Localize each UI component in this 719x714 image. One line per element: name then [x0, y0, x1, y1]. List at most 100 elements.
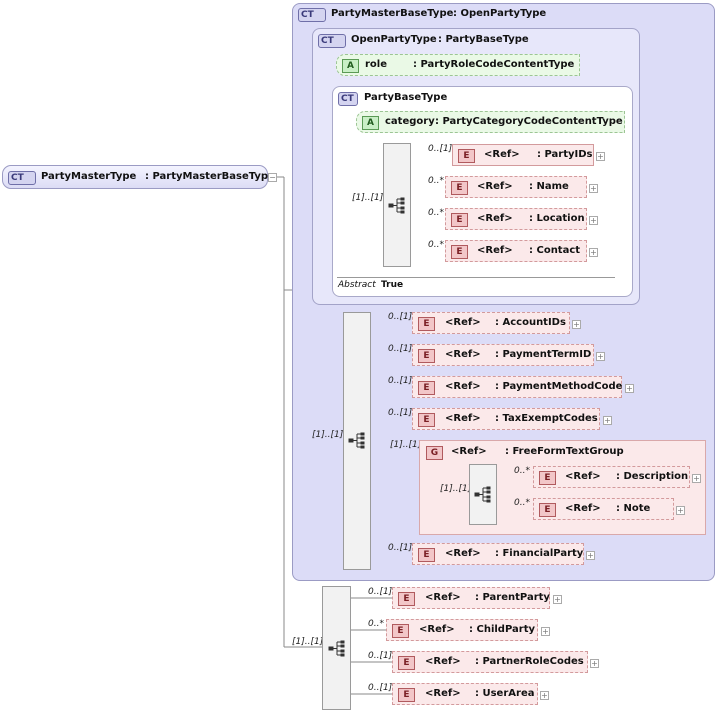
- expand-icon[interactable]: +: [590, 659, 599, 668]
- group-name: : FreeFormTextGroup: [505, 446, 624, 457]
- cardinality-label: 0..[1]: [368, 683, 393, 693]
- element-ref: <Ref>: [484, 149, 520, 160]
- cardinality-label: 0..[1]: [388, 408, 413, 418]
- expand-icon[interactable]: +: [589, 216, 598, 225]
- sequence-icon: [388, 197, 405, 214]
- cardinality-label: 0..*: [514, 498, 530, 508]
- open-party-base: : PartyBaseType: [438, 34, 529, 45]
- element-ref: <Ref>: [425, 688, 461, 699]
- element-party-ids[interactable]: E <Ref> : PartyIDs: [452, 144, 594, 166]
- complex-type-icon: CT: [8, 171, 36, 185]
- element-ref: <Ref>: [565, 471, 601, 482]
- expand-icon[interactable]: +: [596, 152, 605, 161]
- expand-icon[interactable]: +: [553, 595, 562, 604]
- element-name: : Name: [529, 181, 569, 192]
- expand-icon[interactable]: +: [572, 320, 581, 329]
- element-ref: <Ref>: [477, 245, 513, 256]
- element-name: : FinancialParty: [495, 548, 584, 559]
- cardinality-label: 0..[1]: [428, 144, 453, 154]
- expand-icon[interactable]: +: [589, 248, 598, 257]
- element-icon: E: [398, 592, 415, 606]
- cardinality-label: 0..[1]: [368, 587, 393, 597]
- element-name: : Contact: [529, 245, 581, 256]
- cardinality-label: [1]..[1]: [292, 637, 324, 647]
- cardinality-label: 0..*: [428, 208, 444, 218]
- abstract-label: Abstract: [338, 280, 376, 290]
- element-partner-role-codes[interactable]: E <Ref> : PartnerRoleCodes: [392, 651, 588, 673]
- element-ref: <Ref>: [419, 624, 455, 635]
- element-note[interactable]: E <Ref> : Note: [533, 498, 674, 520]
- element-icon: E: [451, 181, 468, 195]
- element-financial-party[interactable]: E <Ref> : FinancialParty: [412, 543, 584, 565]
- attribute-icon: A: [342, 59, 359, 73]
- cardinality-label: 0..[1]: [388, 543, 413, 553]
- group-icon: G: [426, 446, 443, 460]
- element-ref: <Ref>: [425, 592, 461, 603]
- open-party-name: OpenPartyType: [351, 34, 437, 45]
- expand-icon[interactable]: +: [692, 474, 701, 483]
- sequence-icon: [474, 486, 491, 503]
- element-payment-term-id[interactable]: E <Ref> : PaymentTermID: [412, 344, 594, 366]
- element-name: : AccountIDs: [495, 317, 566, 328]
- element-icon: E: [418, 317, 435, 331]
- element-tax-exempt-codes[interactable]: E <Ref> : TaxExemptCodes: [412, 408, 600, 430]
- sequence-compositor[interactable]: [469, 464, 497, 525]
- expand-icon[interactable]: +: [676, 506, 685, 515]
- collapse-icon[interactable]: −: [268, 173, 277, 182]
- element-icon: E: [418, 381, 435, 395]
- cardinality-label: [1]..[1]: [312, 430, 344, 440]
- expand-icon[interactable]: +: [540, 691, 549, 700]
- element-ref: <Ref>: [565, 503, 601, 514]
- element-account-ids[interactable]: E <Ref> : AccountIDs: [412, 312, 570, 334]
- element-name: : UserArea: [475, 688, 535, 699]
- group-ref: <Ref>: [451, 446, 487, 457]
- expand-icon[interactable]: +: [589, 184, 598, 193]
- expand-icon[interactable]: +: [603, 416, 612, 425]
- expand-icon[interactable]: +: [625, 384, 634, 393]
- element-contact[interactable]: E <Ref> : Contact: [445, 240, 587, 262]
- root-base: : PartyMasterBaseType: [145, 171, 275, 182]
- abstract-divider: [337, 277, 615, 278]
- cardinality-label: [1]..[1]: [390, 440, 422, 450]
- expand-icon[interactable]: +: [541, 627, 550, 636]
- sequence-compositor[interactable]: [322, 586, 351, 710]
- complex-type-icon: CT: [318, 34, 346, 48]
- cardinality-label: [1]..[1]: [440, 484, 472, 494]
- element-icon: E: [539, 503, 556, 517]
- element-ref: <Ref>: [477, 213, 513, 224]
- cardinality-label: [1]..[1]: [352, 193, 384, 203]
- sequence-compositor[interactable]: [343, 312, 371, 570]
- complex-type-icon: CT: [338, 92, 358, 106]
- element-ref: <Ref>: [445, 381, 481, 392]
- sequence-icon: [348, 432, 365, 449]
- element-name: : ChildParty: [469, 624, 535, 635]
- role-attribute[interactable]: A role : PartyRoleCodeContentType: [336, 54, 580, 76]
- expand-icon[interactable]: +: [586, 551, 595, 560]
- attribute-type: : PartyRoleCodeContentType: [413, 59, 575, 70]
- element-name[interactable]: E <Ref> : Name: [445, 176, 587, 198]
- abstract-value: True: [381, 280, 404, 290]
- element-icon: E: [418, 548, 435, 562]
- root-complex-type[interactable]: CT PartyMasterType : PartyMasterBaseType: [2, 165, 275, 189]
- element-child-party[interactable]: E <Ref> : ChildParty: [386, 619, 538, 641]
- element-icon: E: [451, 245, 468, 259]
- element-payment-method-code[interactable]: E <Ref> : PaymentMethodCode: [412, 376, 622, 398]
- root-name: PartyMasterType: [41, 171, 137, 182]
- attribute-name: role: [365, 59, 388, 70]
- element-name: : Description: [616, 471, 689, 482]
- element-location[interactable]: E <Ref> : Location: [445, 208, 587, 230]
- element-name: : Location: [529, 213, 585, 224]
- expand-icon[interactable]: +: [596, 352, 605, 361]
- complex-type-icon: CT: [298, 8, 326, 22]
- element-ref: <Ref>: [445, 548, 481, 559]
- cardinality-label: 0..[1]: [388, 376, 413, 386]
- element-user-area[interactable]: E <Ref> : UserArea: [392, 683, 538, 705]
- cardinality-label: 0..*: [428, 176, 444, 186]
- element-parent-party[interactable]: E <Ref> : ParentParty: [392, 587, 550, 609]
- element-description[interactable]: E <Ref> : Description: [533, 466, 690, 488]
- sequence-compositor[interactable]: [383, 143, 411, 267]
- element-name: : PaymentMethodCode: [495, 381, 623, 392]
- element-ref: <Ref>: [425, 656, 461, 667]
- category-attribute[interactable]: A category : PartyCategoryCodeContentTyp…: [356, 111, 625, 133]
- element-icon: E: [418, 413, 435, 427]
